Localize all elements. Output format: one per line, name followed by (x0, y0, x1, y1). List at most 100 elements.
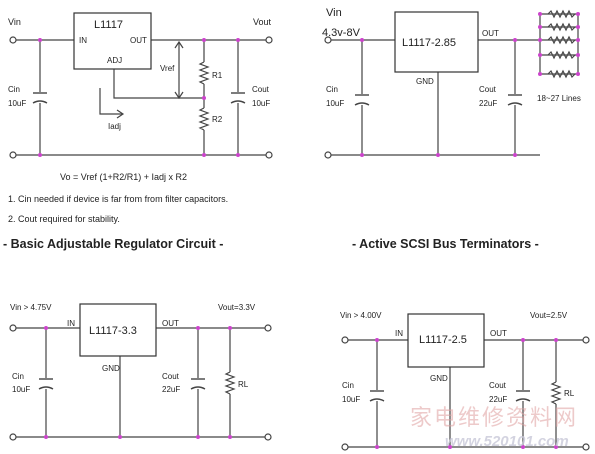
pin-adj-label: ADJ (107, 56, 122, 65)
vin-range: 4.3v-8V (322, 27, 361, 39)
node (236, 38, 240, 42)
formula: Vo = Vref (1+R2/R1) + Iadj x R2 (60, 172, 187, 182)
cin-label: Cin (342, 381, 354, 390)
node (118, 435, 122, 439)
node (448, 445, 452, 449)
node (360, 38, 364, 42)
node (236, 153, 240, 157)
node (521, 338, 525, 342)
rl-label: RL (564, 389, 575, 398)
cin-value: 10uF (8, 99, 26, 108)
pin-gnd-label: GND (102, 364, 120, 373)
node (38, 153, 42, 157)
cout-value: 22uF (162, 385, 180, 394)
cout-value: 22uF (489, 395, 507, 404)
resistor-rl (224, 371, 236, 395)
ic-name: L1117-2.85 (402, 37, 456, 49)
cout-label: Cout (489, 381, 507, 390)
ic-name: L1117 (94, 19, 123, 31)
vin-label: Vin (326, 7, 342, 19)
resistor-r1 (198, 61, 210, 85)
vout-label: Vout (253, 17, 272, 27)
note-1: 1. Cin needed if device is far from from… (8, 194, 228, 204)
capacitor-cin (369, 390, 385, 402)
terminal-gnd (324, 151, 332, 159)
cin-value: 10uF (12, 385, 30, 394)
terminal-gnd-right (582, 443, 590, 451)
node (375, 445, 379, 449)
title-adjustable: - Basic Adjustable Regulator Circuit - (3, 237, 223, 251)
l1117-2.5-ic (407, 313, 485, 368)
node (513, 153, 517, 157)
terminal-gnd-right (264, 433, 272, 441)
ic-name: L1117-3.3 (89, 325, 137, 337)
terminal-vin (9, 324, 17, 332)
node (228, 326, 232, 330)
cout-value: 10uF (252, 99, 270, 108)
node (521, 445, 525, 449)
node (44, 435, 48, 439)
watermark-cn: 家电维修资料网 (410, 406, 578, 431)
node (196, 326, 200, 330)
resistor-rl (550, 381, 562, 405)
capacitor-cin (32, 92, 48, 104)
cin-value: 10uF (342, 395, 360, 404)
cout-label: Cout (252, 85, 270, 94)
terminal-vout (582, 336, 590, 344)
pin-out-label: OUT (482, 29, 499, 38)
node (538, 25, 542, 29)
pin-out-label: OUT (130, 36, 147, 45)
pin-gnd-label: GND (416, 77, 434, 86)
terminal-vin (324, 36, 332, 44)
vref-label: Vref (160, 64, 175, 73)
node (44, 326, 48, 330)
l1117-2.85-ic (394, 11, 479, 73)
ic-name: L1117-2.5 (419, 334, 467, 346)
note-2: 2. Cout required for stability. (8, 214, 120, 224)
pin-in-label: IN (395, 329, 403, 338)
node (228, 435, 232, 439)
terminal-gnd-left (9, 151, 17, 159)
node (202, 38, 206, 42)
node (576, 53, 580, 57)
resistor-r2 (198, 107, 210, 131)
cout-label: Cout (162, 372, 180, 381)
capacitor-cout (515, 390, 531, 402)
node (202, 96, 206, 100)
node (436, 153, 440, 157)
node (513, 38, 517, 42)
node (538, 53, 542, 57)
vin-label: Vin > 4.00V (340, 311, 382, 320)
circuit-adjustable: L1117 IN OUT ADJ Vin Vout Vref R1 R2 Iad… (3, 12, 273, 251)
pin-out-label: OUT (162, 319, 179, 328)
cin-label: Cin (8, 85, 20, 94)
node (576, 25, 580, 29)
terminal-vin (9, 36, 17, 44)
circuit-fixed-2v5: Vin > 4.00V Vout=2.5V L1117-2.5 IN OUT G… (340, 311, 590, 451)
capacitor-cin (354, 94, 370, 106)
iadj-label: Iadj (108, 122, 121, 131)
watermark-url: www.520101.com (445, 433, 569, 450)
cin-label: Cin (12, 372, 24, 381)
node (360, 153, 364, 157)
node (538, 38, 542, 42)
capacitor-cin (38, 378, 54, 390)
cout-value: 22uF (479, 99, 497, 108)
circuit-fixed-3v3: Vin > 4.75V Vout=3.3V L1117-3.3 IN OUT G… (9, 303, 272, 441)
terminal-vin (341, 336, 349, 344)
cin-label: Cin (326, 85, 338, 94)
capacitor-cout (507, 94, 523, 106)
vin-label: Vin > 4.75V (10, 303, 52, 312)
capacitor-cout (230, 92, 246, 104)
node (375, 338, 379, 342)
node (554, 338, 558, 342)
pin-gnd-label: GND (430, 374, 448, 383)
terminator-resistor-array (547, 9, 576, 79)
terminal-gnd-right (265, 151, 273, 159)
cout-label: Cout (479, 85, 497, 94)
r1-label: R1 (212, 71, 223, 80)
vin-label: Vin (8, 17, 21, 27)
node (196, 435, 200, 439)
node (202, 153, 206, 157)
